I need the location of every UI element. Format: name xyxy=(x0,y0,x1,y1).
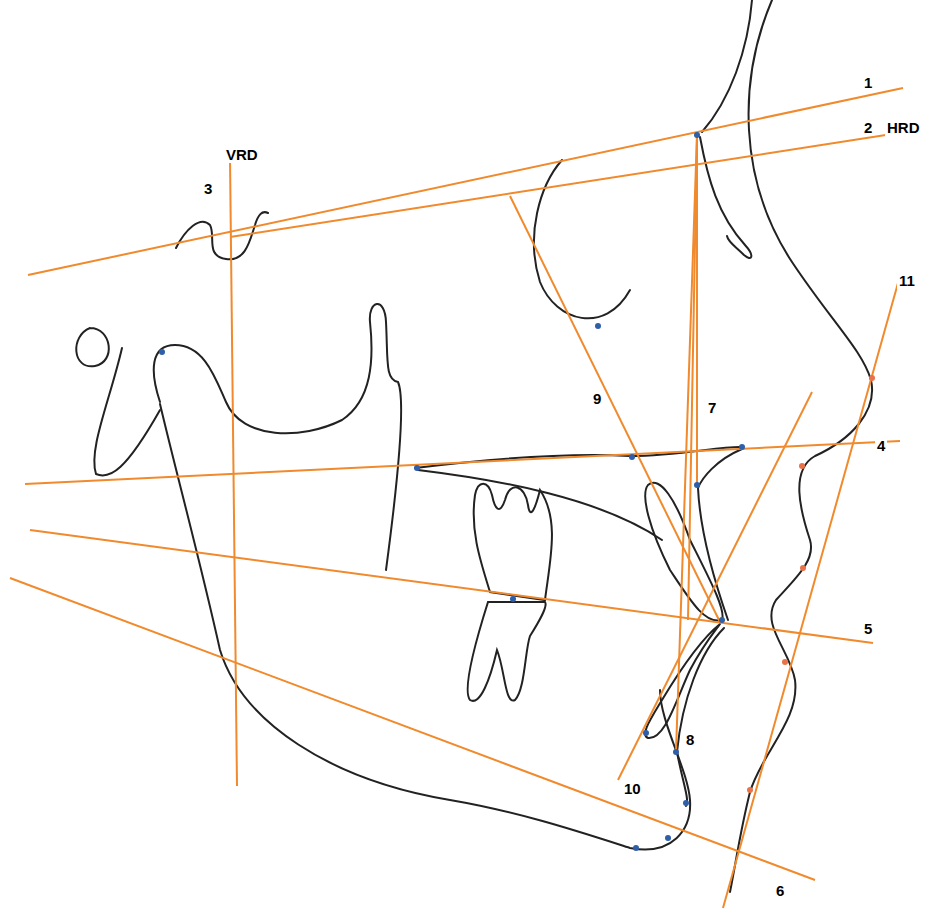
forehead-bone xyxy=(702,0,752,132)
upper-molar xyxy=(474,484,552,600)
point xyxy=(694,132,700,138)
callout-number: 10 xyxy=(622,780,643,797)
callout-number: 3 xyxy=(202,180,214,197)
line-9 xyxy=(510,196,720,622)
orbit xyxy=(534,160,630,318)
point xyxy=(665,835,671,841)
line-3-vrd xyxy=(230,158,237,786)
point xyxy=(694,482,700,488)
lower-alveolus xyxy=(677,628,724,806)
point xyxy=(633,845,639,851)
callout-number: HRD xyxy=(885,119,922,136)
line-6 xyxy=(10,578,815,880)
line-10 xyxy=(618,392,812,780)
point xyxy=(159,349,165,355)
reference-lines xyxy=(10,88,905,908)
point xyxy=(673,749,679,755)
callout-number: 4 xyxy=(875,437,887,454)
callout-number: 8 xyxy=(684,731,696,748)
callout-number: 6 xyxy=(774,882,786,899)
soft-tissue-points xyxy=(747,375,875,793)
anatomy-outline xyxy=(76,0,872,892)
lower-molar xyxy=(468,602,546,701)
palate xyxy=(415,447,742,540)
callout-number: 9 xyxy=(591,390,603,407)
callout-number: 7 xyxy=(706,399,718,416)
line-2-hrd xyxy=(230,132,905,237)
callout-number: VRD xyxy=(224,146,260,163)
hard-tissue-points xyxy=(159,132,745,851)
callout-number: 11 xyxy=(897,272,917,289)
nasal-bone xyxy=(700,137,751,258)
callout-number: 1 xyxy=(862,74,874,91)
line-5 xyxy=(30,530,873,643)
sella-turcica xyxy=(176,212,268,259)
line-1 xyxy=(28,88,903,275)
upper-alveolus xyxy=(698,449,742,620)
point xyxy=(719,617,725,623)
point xyxy=(683,800,689,806)
point xyxy=(782,659,788,665)
point xyxy=(414,465,420,471)
point xyxy=(739,444,745,450)
line-n-b xyxy=(688,135,697,620)
point xyxy=(595,323,601,329)
point xyxy=(510,596,516,602)
callout-number: 5 xyxy=(862,620,874,637)
point xyxy=(799,463,805,469)
point xyxy=(629,454,635,460)
point xyxy=(800,565,806,571)
point xyxy=(643,730,649,736)
point xyxy=(869,375,875,381)
point xyxy=(747,787,753,793)
line-11 xyxy=(723,283,898,908)
ear-rod xyxy=(76,328,160,476)
callout-number: 2 xyxy=(862,119,874,136)
